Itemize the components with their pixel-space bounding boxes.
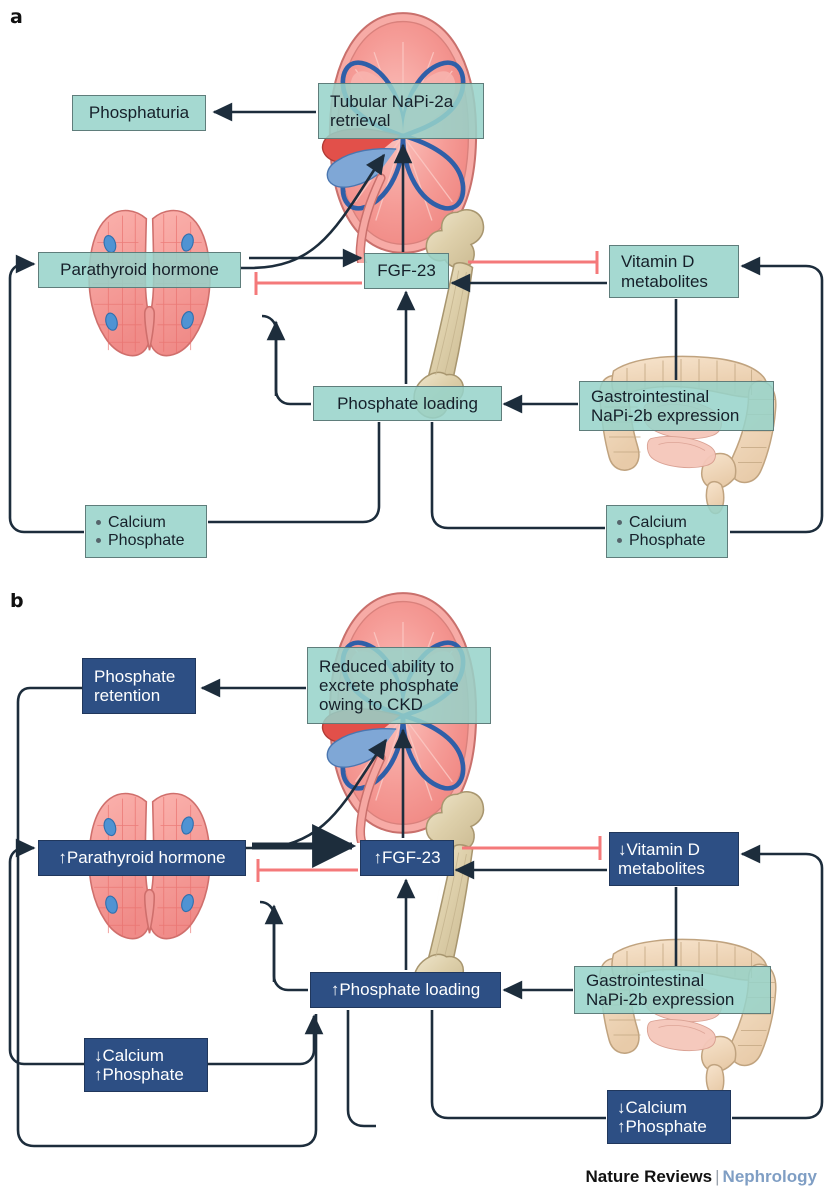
box-tubular-napi2a-retrieval[interactable]: Tubular NaPi-2a retrieval: [318, 83, 484, 139]
box-reduced-ability-excrete[interactable]: Reduced ability to excrete phosphate owi…: [307, 647, 491, 724]
line-phosload-to-pth-path: [261, 314, 311, 406]
line-phosload-to-ca-right: [430, 422, 605, 530]
box-calcium-phosphate-right-a[interactable]: Calcium Phosphate: [606, 505, 728, 558]
box-gi-napi2b-b[interactable]: Gastrointestinal NaPi-2b expression: [574, 966, 771, 1014]
journal-name: Nature Reviews: [585, 1167, 713, 1186]
box-calcium-phosphate-right-b[interactable]: ↓Calcium ↑Phosphate: [607, 1090, 731, 1144]
bullet-dot: [617, 520, 622, 526]
line-phosload-to-ca-right-b: [430, 1010, 606, 1120]
arrow-ca-left-to-pth: [8, 254, 84, 534]
box-gi-napi2b-a[interactable]: Gastrointestinal NaPi-2b expression: [579, 381, 774, 431]
arrow-ca-right-to-vitd-b: [732, 844, 824, 1120]
box-parathyroid-hormone-a[interactable]: Parathyroid hormone: [38, 252, 241, 288]
journal-subject: Nephrology: [722, 1167, 817, 1186]
line-phosload-to-pth-b: [259, 900, 308, 992]
box-fgf23-b[interactable]: ↑FGF-23: [360, 840, 454, 876]
box-parathyroid-hormone-b[interactable]: ↑Parathyroid hormone: [38, 840, 246, 876]
box-calcium-phosphate-left-b[interactable]: ↓Calcium ↑Phosphate: [84, 1038, 208, 1092]
arrow-ca-left-to-pth-b: [8, 838, 84, 1066]
box-phosphate-loading-b[interactable]: ↑Phosphate loading: [310, 972, 501, 1008]
footer-separator: |: [715, 1167, 720, 1186]
line-phosload-down-left-b: [346, 1010, 376, 1128]
arrow-ca-right-to-vitd: [730, 256, 824, 534]
line-retention-loop-b: [16, 686, 318, 1148]
panel-letter-a: a: [10, 6, 23, 28]
bullet-dot: [96, 520, 101, 526]
box-phosphaturia[interactable]: Phosphaturia: [72, 95, 206, 131]
panel-letter-b: b: [10, 590, 24, 612]
journal-footer: Nature Reviews|Nephrology: [586, 1167, 818, 1187]
box-vitamin-d-b[interactable]: ↓Vitamin D metabolites: [609, 832, 739, 886]
arrow-pth-to-kidney-b: [246, 738, 388, 850]
bullet-dot: [617, 537, 622, 543]
box-phosphate-loading-a[interactable]: Phosphate loading: [313, 386, 502, 421]
line-phosload-to-ca-left: [208, 422, 381, 524]
arrow-pth-to-kidney: [240, 153, 386, 270]
box-phosphate-retention[interactable]: Phosphate retention: [82, 658, 196, 714]
box-calcium-phosphate-left-a[interactable]: Calcium Phosphate: [85, 505, 207, 558]
bullet-dot: [96, 537, 101, 543]
box-vitamin-d-a[interactable]: Vitamin D metabolites: [609, 245, 739, 298]
box-fgf23-a[interactable]: FGF-23: [364, 253, 449, 289]
arrow-ca-left-to-phosload-b: [208, 1014, 324, 1066]
